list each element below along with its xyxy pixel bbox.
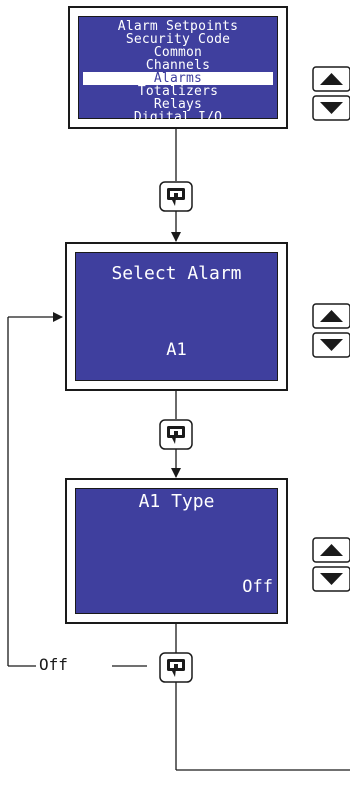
enter-key-icon[interactable] — [159, 652, 193, 683]
alarm-type-screen-frame: A1 Type Off — [65, 478, 288, 624]
menu-item-totalizers[interactable]: Totalizers — [137, 84, 219, 99]
menu-item-channels[interactable]: Channels — [145, 58, 211, 73]
menu-item-security-code[interactable]: Security Code — [125, 32, 231, 47]
menu-screen-frame: Alarm Setpoints Security Code Common Cha… — [68, 6, 288, 129]
enter-key-icon[interactable] — [159, 419, 193, 450]
menu-item-alarms[interactable]: Alarms — [83, 72, 273, 85]
down-arrow-key-icon[interactable] — [312, 95, 350, 121]
menu-item-common[interactable]: Common — [153, 45, 203, 60]
alarm-type-arrow-keys — [312, 537, 350, 592]
loop-off-label: Off — [36, 656, 71, 674]
menu-item-digital-io[interactable]: Digital I/O — [133, 110, 223, 125]
select-alarm-screen: Select Alarm A1 — [75, 252, 278, 381]
select-alarm-title: Select Alarm — [111, 263, 242, 284]
menu-arrow-keys — [312, 66, 350, 121]
enter-key-icon[interactable] — [159, 181, 193, 212]
menu-list: Alarm Setpoints Security Code Common Cha… — [79, 20, 277, 124]
menu-screen: Alarm Setpoints Security Code Common Cha… — [78, 16, 278, 124]
select-alarm-screen-frame: Select Alarm A1 — [65, 242, 288, 391]
down-arrow-key-icon[interactable] — [312, 566, 350, 592]
up-arrow-key-icon[interactable] — [312, 537, 350, 563]
menu-item-alarm-setpoints[interactable]: Alarm Setpoints — [117, 19, 239, 34]
alarm-type-title: A1 Type — [138, 491, 215, 512]
down-arrow-key-icon[interactable] — [312, 332, 350, 358]
alarm-type-value: Off — [242, 577, 273, 597]
up-arrow-key-icon[interactable] — [312, 66, 350, 92]
alarm-value: A1 — [166, 340, 187, 360]
alarm-type-screen: A1 Type Off — [75, 488, 278, 614]
select-alarm-arrow-keys — [312, 303, 350, 358]
menu-item-relays[interactable]: Relays — [153, 97, 203, 112]
up-arrow-key-icon[interactable] — [312, 303, 350, 329]
